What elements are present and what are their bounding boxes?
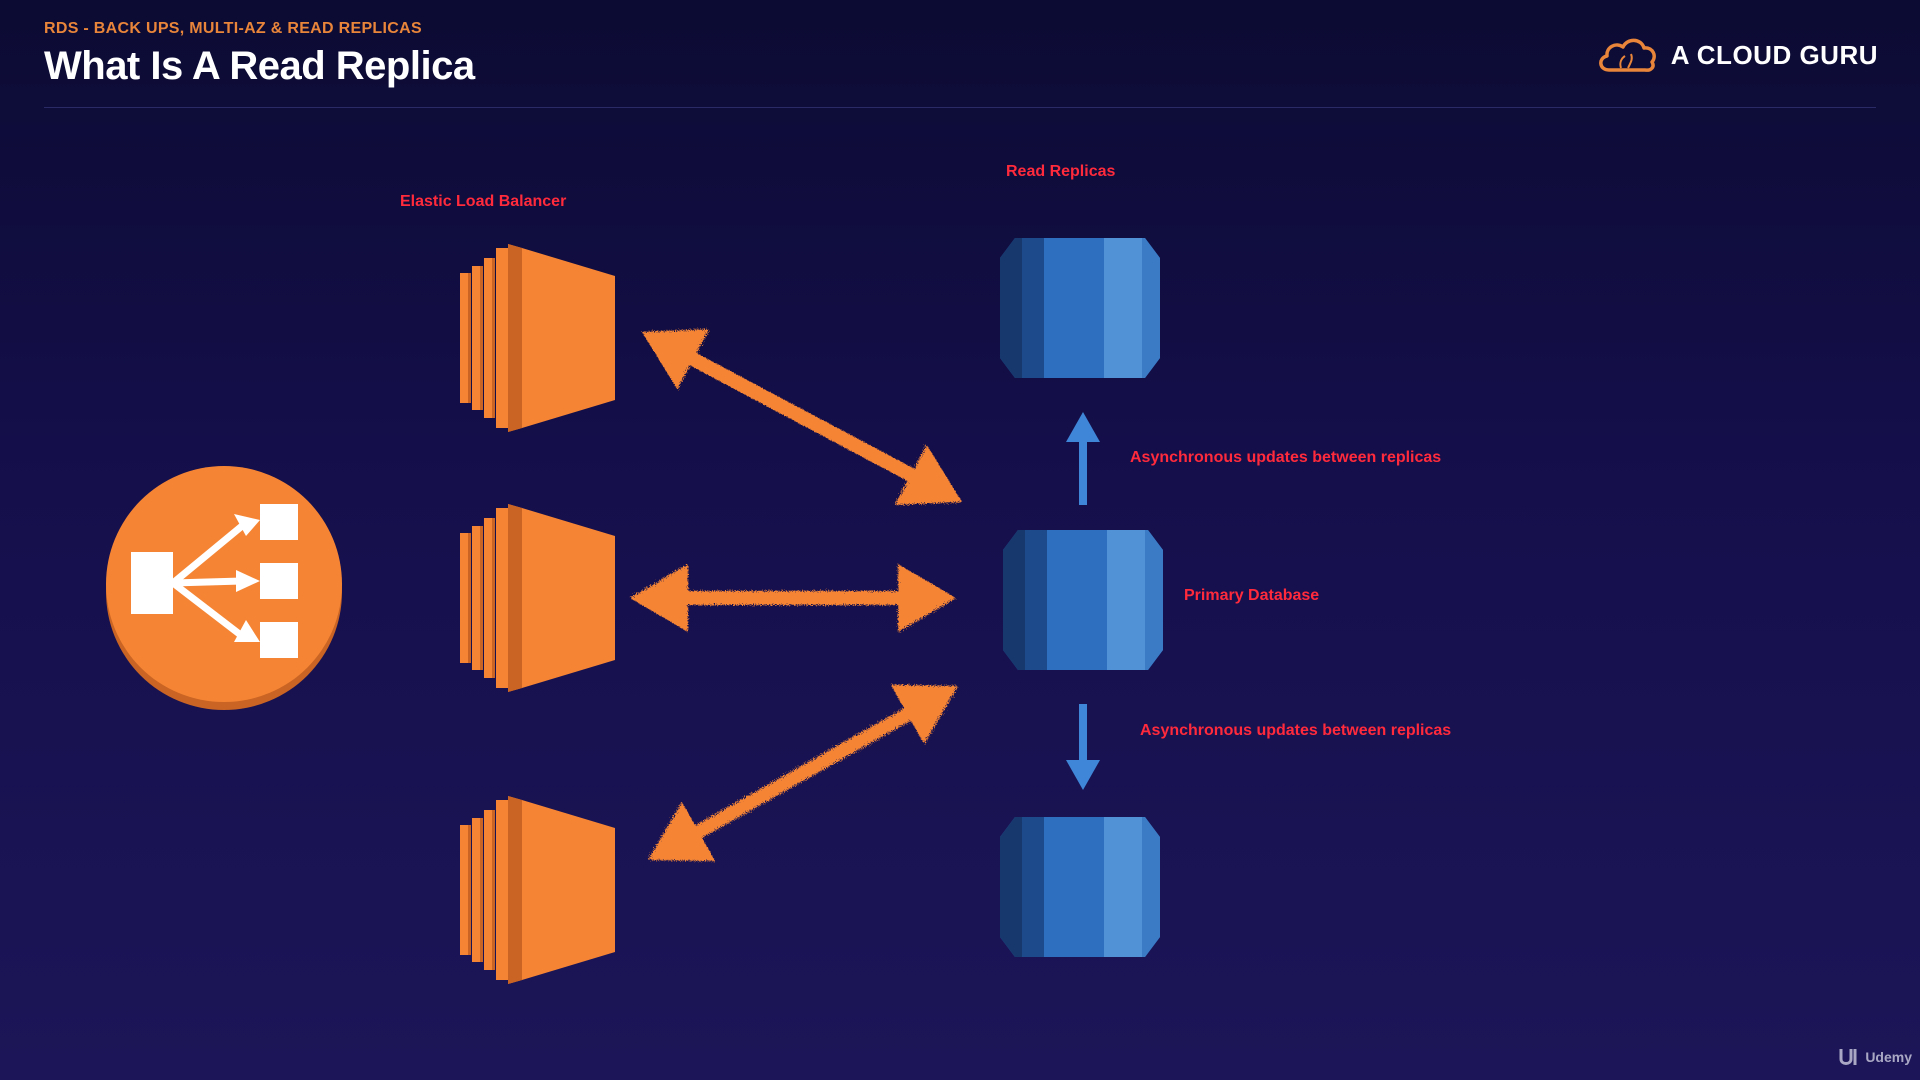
load-balancer-icon <box>106 466 342 710</box>
rds-database-icon <box>1003 530 1163 670</box>
label-async-updates-top: Asynchronous updates between replicas <box>1130 449 1442 466</box>
bidirectional-arrow <box>630 564 956 632</box>
header-divider <box>44 107 1876 108</box>
label-primary-database: Primary Database <box>1184 587 1320 604</box>
slide-title: What Is A Read Replica <box>44 44 475 88</box>
udemy-text: Udemy <box>1865 1049 1912 1065</box>
section-label: RDS - BACK UPS, MULTI-AZ & READ REPLICAS <box>44 20 422 37</box>
label-read-replicas: Read Replicas <box>1006 163 1116 180</box>
replication-arrow-up <box>1066 412 1100 505</box>
brand-name: A CLOUD GURU <box>1670 39 1878 70</box>
udemy-logo-icon <box>1839 1049 1857 1065</box>
replication-arrow-down <box>1066 704 1100 790</box>
udemy-watermark: Udemy <box>1837 1046 1912 1068</box>
bidirectional-arrow <box>648 684 958 862</box>
rds-database-icon <box>1000 817 1160 957</box>
rds-database-icon <box>1000 238 1160 378</box>
cloud-icon <box>1598 38 1656 72</box>
ec2-instance-icon <box>460 504 615 692</box>
ec2-instance-icon <box>460 796 615 984</box>
slide-header: RDS - BACK UPS, MULTI-AZ & READ REPLICAS… <box>44 20 475 89</box>
label-async-updates-bottom: Asynchronous updates between replicas <box>1140 722 1452 739</box>
label-elastic-load-balancer: Elastic Load Balancer <box>400 193 567 210</box>
bidirectional-arrow <box>642 329 962 505</box>
ec2-instance-icon <box>460 244 615 432</box>
brand-logo: A CLOUD GURU <box>1595 34 1878 76</box>
